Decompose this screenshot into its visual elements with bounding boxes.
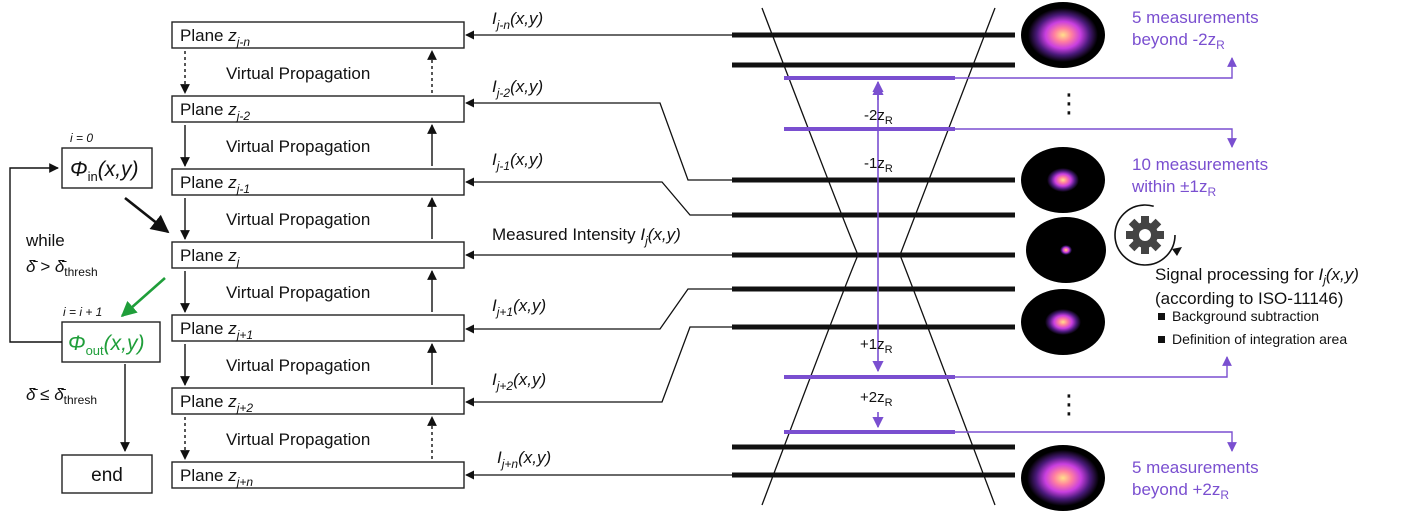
- measurement-bars: [732, 32, 1015, 478]
- plane-box-j-n: [171, 21, 465, 49]
- end-box: [61, 454, 153, 494]
- plane-boxes: [171, 21, 465, 489]
- processing-title: Signal processing for Ij(x,y): [1155, 265, 1359, 287]
- mid-group-line2: within ±1zR: [1131, 177, 1216, 199]
- processing-block: Signal processing for Ij(x,y) (according…: [1155, 265, 1359, 347]
- minus1-zr-label: -1zR: [864, 155, 893, 175]
- intensity-label: Ij-2(x,y): [492, 77, 543, 100]
- plane-label: Plane zj+1: [180, 319, 253, 342]
- plane-box-j+n: [171, 461, 465, 489]
- phi-in-box: [61, 147, 153, 189]
- plus1-zr-label: +1zR: [860, 336, 893, 356]
- beam-spots: [1021, 2, 1106, 511]
- plane-label: Plane zj: [180, 246, 240, 269]
- mid-group-line1: 10 measurements: [1132, 155, 1268, 174]
- plane-label: Plane zj-1: [180, 173, 250, 196]
- virtual-propagation-label: Virtual Propagation: [226, 64, 370, 83]
- group-labels: 5 measurements beyond -2zR 10 measuremen…: [1131, 8, 1268, 502]
- stop-condition: δ̄ ≤ δ̄thresh: [26, 385, 97, 407]
- plane-box-j: [171, 241, 465, 269]
- phi-out-box: [61, 321, 161, 363]
- ellipsis-bottom: ⋮: [1056, 389, 1082, 419]
- intensity-label: Ij+2(x,y): [492, 370, 546, 393]
- top-group-line1: 5 measurements: [1132, 8, 1259, 27]
- plane-to-phi-out-arrow: [120, 277, 166, 318]
- plane-box-j+1: [171, 314, 465, 342]
- plane-label: Plane zj-n: [180, 26, 250, 49]
- phi-in-label: Φin(x,y): [70, 158, 139, 184]
- intensity-label: Ij-n(x,y): [492, 9, 543, 32]
- iteration-loop: i = 0 Φin(x,y) while δ̄ > δ̄thresh i = i…: [9, 131, 170, 494]
- processing-standard: (according to ISO-11146): [1155, 289, 1343, 308]
- virtual-propagation-label: Virtual Propagation: [226, 283, 370, 302]
- virtual-propagation-label: Virtual Propagation: [226, 210, 370, 229]
- intensity-labels: Ij-n(x,y) Ij-2(x,y) Ij-1(x,y) Measured I…: [492, 9, 681, 471]
- minus2-zr-label: -2zR: [864, 107, 893, 127]
- intensity-label: Measured Intensity Ij(x,y): [492, 225, 681, 248]
- top-group-line2: beyond -2zR: [1132, 30, 1225, 52]
- virtual-propagation-labels: Virtual Propagation Virtual Propagation …: [226, 64, 370, 449]
- virtual-propagation-label: Virtual Propagation: [226, 356, 370, 375]
- plus2-zr-label: +2zR: [860, 389, 893, 409]
- while-condition: δ̄ > δ̄thresh: [26, 257, 98, 279]
- measurement-connectors: [465, 30, 732, 480]
- loop-back-arrow: [9, 163, 62, 343]
- ellipsis-top: ⋮: [1056, 88, 1082, 118]
- plane-box-j-2: [171, 95, 465, 123]
- bottom-group-line1: 5 measurements: [1132, 458, 1259, 477]
- virtual-propagation-label: Virtual Propagation: [226, 137, 370, 156]
- gear-icon: [1114, 204, 1182, 266]
- intensity-label: Ij+n(x,y): [497, 448, 551, 471]
- plane-box-j-1: [171, 168, 465, 196]
- end-label: end: [91, 465, 123, 486]
- propagation-arrows: [180, 50, 437, 460]
- processing-item: Background subtraction: [1172, 308, 1319, 324]
- bottom-group-line2: beyond +2zR: [1132, 480, 1229, 502]
- intensity-label: Ij+1(x,y): [492, 296, 546, 319]
- plane-label: Plane zj+n: [180, 466, 253, 489]
- virtual-propagation-label: Virtual Propagation: [226, 430, 370, 449]
- rayleigh-labels: -2zR -1zR +1zR +2zR: [860, 107, 893, 409]
- incr-index-label: i = i + 1: [63, 305, 102, 319]
- phi-in-to-plane-arrow: [124, 196, 170, 234]
- plane-label: Plane zj-2: [180, 100, 250, 123]
- init-index-label: i = 0: [70, 131, 93, 145]
- phi-out-label: Φout(x,y): [68, 332, 144, 358]
- while-label: while: [25, 231, 65, 250]
- plane-box-j+2: [171, 387, 465, 415]
- bullet-icon: [1158, 336, 1165, 343]
- intensity-label: Ij-1(x,y): [492, 150, 543, 173]
- plane-label: Plane zj+2: [180, 392, 253, 415]
- rayleigh-markers: [784, 57, 1237, 452]
- plane-labels: Plane zj-n Plane zj-2 Plane zj-1 Plane z…: [180, 26, 253, 489]
- processing-item: Definition of integration area: [1172, 331, 1347, 347]
- bullet-icon: [1158, 313, 1165, 320]
